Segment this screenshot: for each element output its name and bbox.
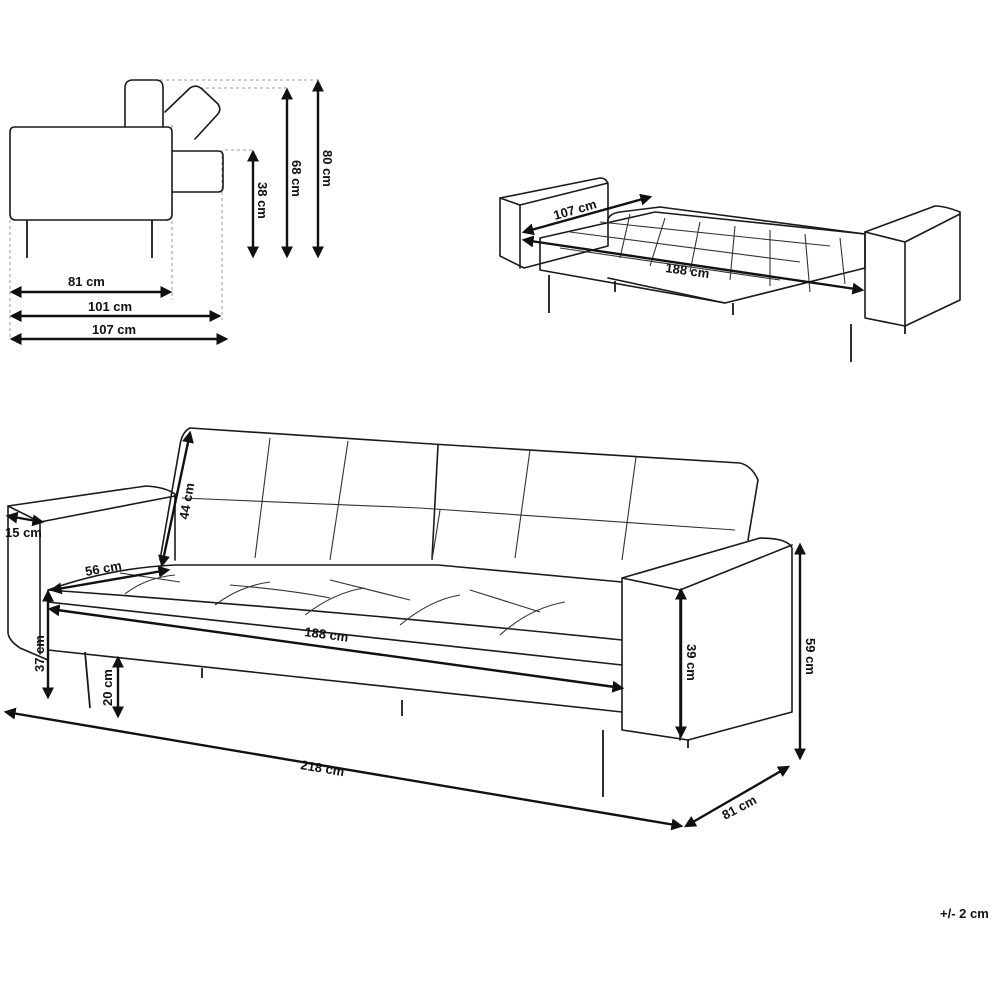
upright-backrest	[124, 79, 164, 128]
seat-cushion	[47, 564, 623, 666]
right-armrest	[864, 205, 961, 327]
dim-81-label: 81 cm	[719, 792, 759, 823]
seat-body	[9, 126, 173, 221]
dim-218-label: 218 cm	[300, 757, 346, 779]
dim-81-label: 81 cm	[68, 274, 105, 289]
bed-view: 107 cm 188 cm	[499, 177, 961, 362]
dim-101-label: 101 cm	[88, 299, 132, 314]
dim-68-label: 68 cm	[289, 160, 304, 197]
dim-188-line	[47, 604, 625, 693]
dim-81-line	[683, 765, 791, 828]
side-view: 81 cm 101 cm 107 cm 38 cm 68 cm 80 cm	[9, 79, 335, 345]
dim-38-label: 38 cm	[255, 182, 270, 219]
front-view: 15 cm 44 cm 56 cm 188 cm 37 cm 20 cm 39 …	[3, 427, 818, 831]
dim-188-label: 188 cm	[304, 624, 350, 645]
dim-188-label: 188 cm	[665, 260, 711, 281]
dim-20-label: 20 cm	[100, 669, 115, 706]
dim-39-label: 39 cm	[684, 644, 699, 681]
right-armrest	[621, 537, 793, 741]
dim-15-line	[5, 511, 45, 527]
dim-59-label: 59 cm	[803, 638, 818, 675]
backrest	[159, 427, 759, 561]
leg	[84, 651, 91, 709]
dim-15-label: 15 cm	[5, 525, 42, 540]
dim-80-label: 80 cm	[320, 150, 335, 187]
dim-107-label: 107 cm	[92, 322, 136, 337]
dim-56-line	[49, 565, 171, 595]
dim-188-line	[521, 235, 865, 295]
dim-218-line	[3, 707, 684, 831]
reclined-backrest	[164, 85, 221, 140]
armrest	[171, 150, 224, 193]
dim-56-label: 56 cm	[84, 558, 123, 579]
dim-44-line	[158, 430, 194, 568]
dim-37-label: 37 cm	[32, 635, 47, 672]
dim-44-label: 44 cm	[176, 482, 197, 521]
tolerance-note: +/- 2 cm	[940, 906, 989, 921]
dim-107-line	[521, 193, 653, 236]
